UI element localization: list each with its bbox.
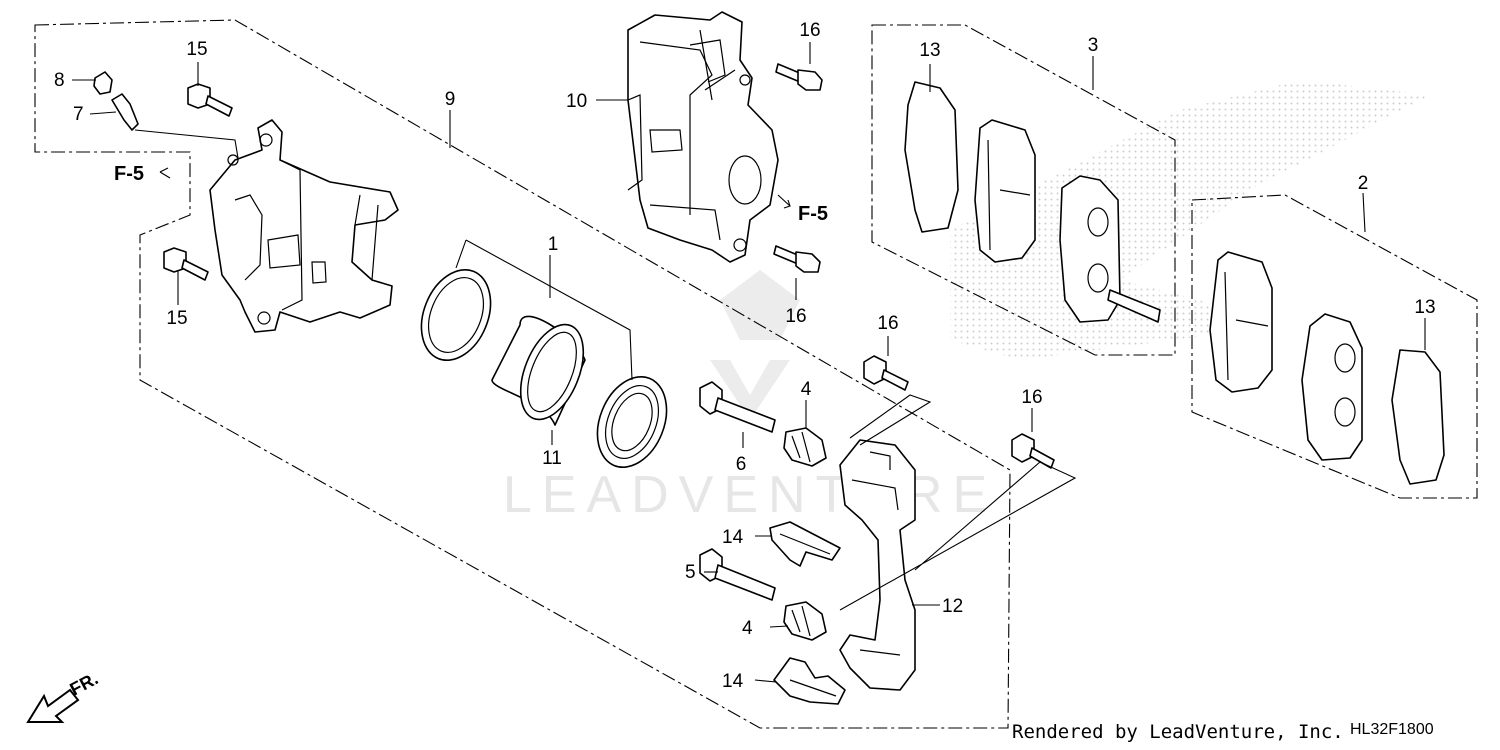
shim-13-upper xyxy=(904,81,959,233)
pad-set-2-outline xyxy=(1191,194,1478,499)
pad-2-outer xyxy=(1209,251,1273,393)
slide-pin-6 xyxy=(699,381,776,433)
callout-16-top: 16 xyxy=(799,20,820,41)
bolt-16-middle xyxy=(773,245,821,273)
bleeder-cap-8 xyxy=(93,71,113,95)
callout-9: 9 xyxy=(445,89,456,110)
callout-13-bottom: 13 xyxy=(1414,297,1435,318)
callout-16-bracket: 16 xyxy=(877,313,898,334)
watermark-text: LEADVENTURE xyxy=(503,466,997,524)
callout-1: 1 xyxy=(548,234,559,255)
caliper-bracket-12 xyxy=(839,439,916,691)
callout-12: 12 xyxy=(942,596,963,617)
pin-boot-4-lower xyxy=(783,601,827,641)
watermark-logo-icon xyxy=(710,270,800,420)
callout-2: 2 xyxy=(1358,173,1369,194)
callout-8: 8 xyxy=(54,70,65,91)
caliper-body-left xyxy=(209,119,399,333)
callout-16-middle: 16 xyxy=(785,306,806,327)
callout-5: 5 xyxy=(685,562,696,583)
ref-f5-left: F-5 xyxy=(114,163,144,185)
callout-16-right: 16 xyxy=(1021,387,1042,408)
piston-11 xyxy=(491,315,586,426)
diagram-code: HL32F1800 xyxy=(1350,721,1434,738)
callout-13-top: 13 xyxy=(919,40,940,61)
bolt-16-bracket-right xyxy=(1011,433,1055,469)
callout-4-upper: 4 xyxy=(801,379,812,400)
pad-spring-14-lower xyxy=(773,657,846,705)
watermark: LEADVENTURE xyxy=(503,270,997,524)
callout-14-upper: 14 xyxy=(722,527,744,548)
callout-6: 6 xyxy=(736,454,747,475)
front-arrow-icon xyxy=(26,688,80,723)
pin-boot-4-upper xyxy=(783,427,827,467)
piston-seal xyxy=(420,269,492,361)
callout-4-lower: 4 xyxy=(742,618,753,639)
bolt-16-bracket-upper xyxy=(863,355,909,391)
callout-14-lower: 14 xyxy=(722,671,744,692)
pad-3-inner xyxy=(1059,175,1161,323)
callout-15-top: 15 xyxy=(186,39,207,60)
callout-10: 10 xyxy=(566,91,587,112)
bolt-16-top xyxy=(775,63,823,91)
bleeder-screw-7 xyxy=(111,93,139,131)
render-credit: Rendered by LeadVenture, Inc. xyxy=(1012,721,1344,743)
caliper-assembly-outline xyxy=(34,19,1011,729)
callout-11: 11 xyxy=(542,448,562,469)
bolt-15-bottom xyxy=(163,247,209,281)
pad-2-inner xyxy=(1301,313,1363,461)
pad-spring-14-upper xyxy=(769,521,841,567)
pad-set-3-outline xyxy=(871,24,1176,356)
callout-3: 3 xyxy=(1088,35,1099,56)
slide-pin-5 xyxy=(699,548,776,601)
assembly-outlines xyxy=(34,19,1478,729)
front-direction-indicator: FR. xyxy=(26,668,101,723)
shim-13-lower xyxy=(1391,349,1445,485)
callout-labels: 8 7 15 15 9 1 11 10 16 16 13 3 2 13 16 1… xyxy=(54,20,1436,692)
bolt-15-top xyxy=(187,83,233,117)
dust-seal xyxy=(596,376,668,468)
pad-3-outer xyxy=(974,119,1036,263)
ref-f5-right: F-5 xyxy=(798,203,828,225)
callout-15-bottom: 15 xyxy=(166,308,187,329)
callout-7: 7 xyxy=(73,104,84,125)
leader-lines xyxy=(72,42,1426,683)
caliper-body-10 xyxy=(627,11,779,263)
